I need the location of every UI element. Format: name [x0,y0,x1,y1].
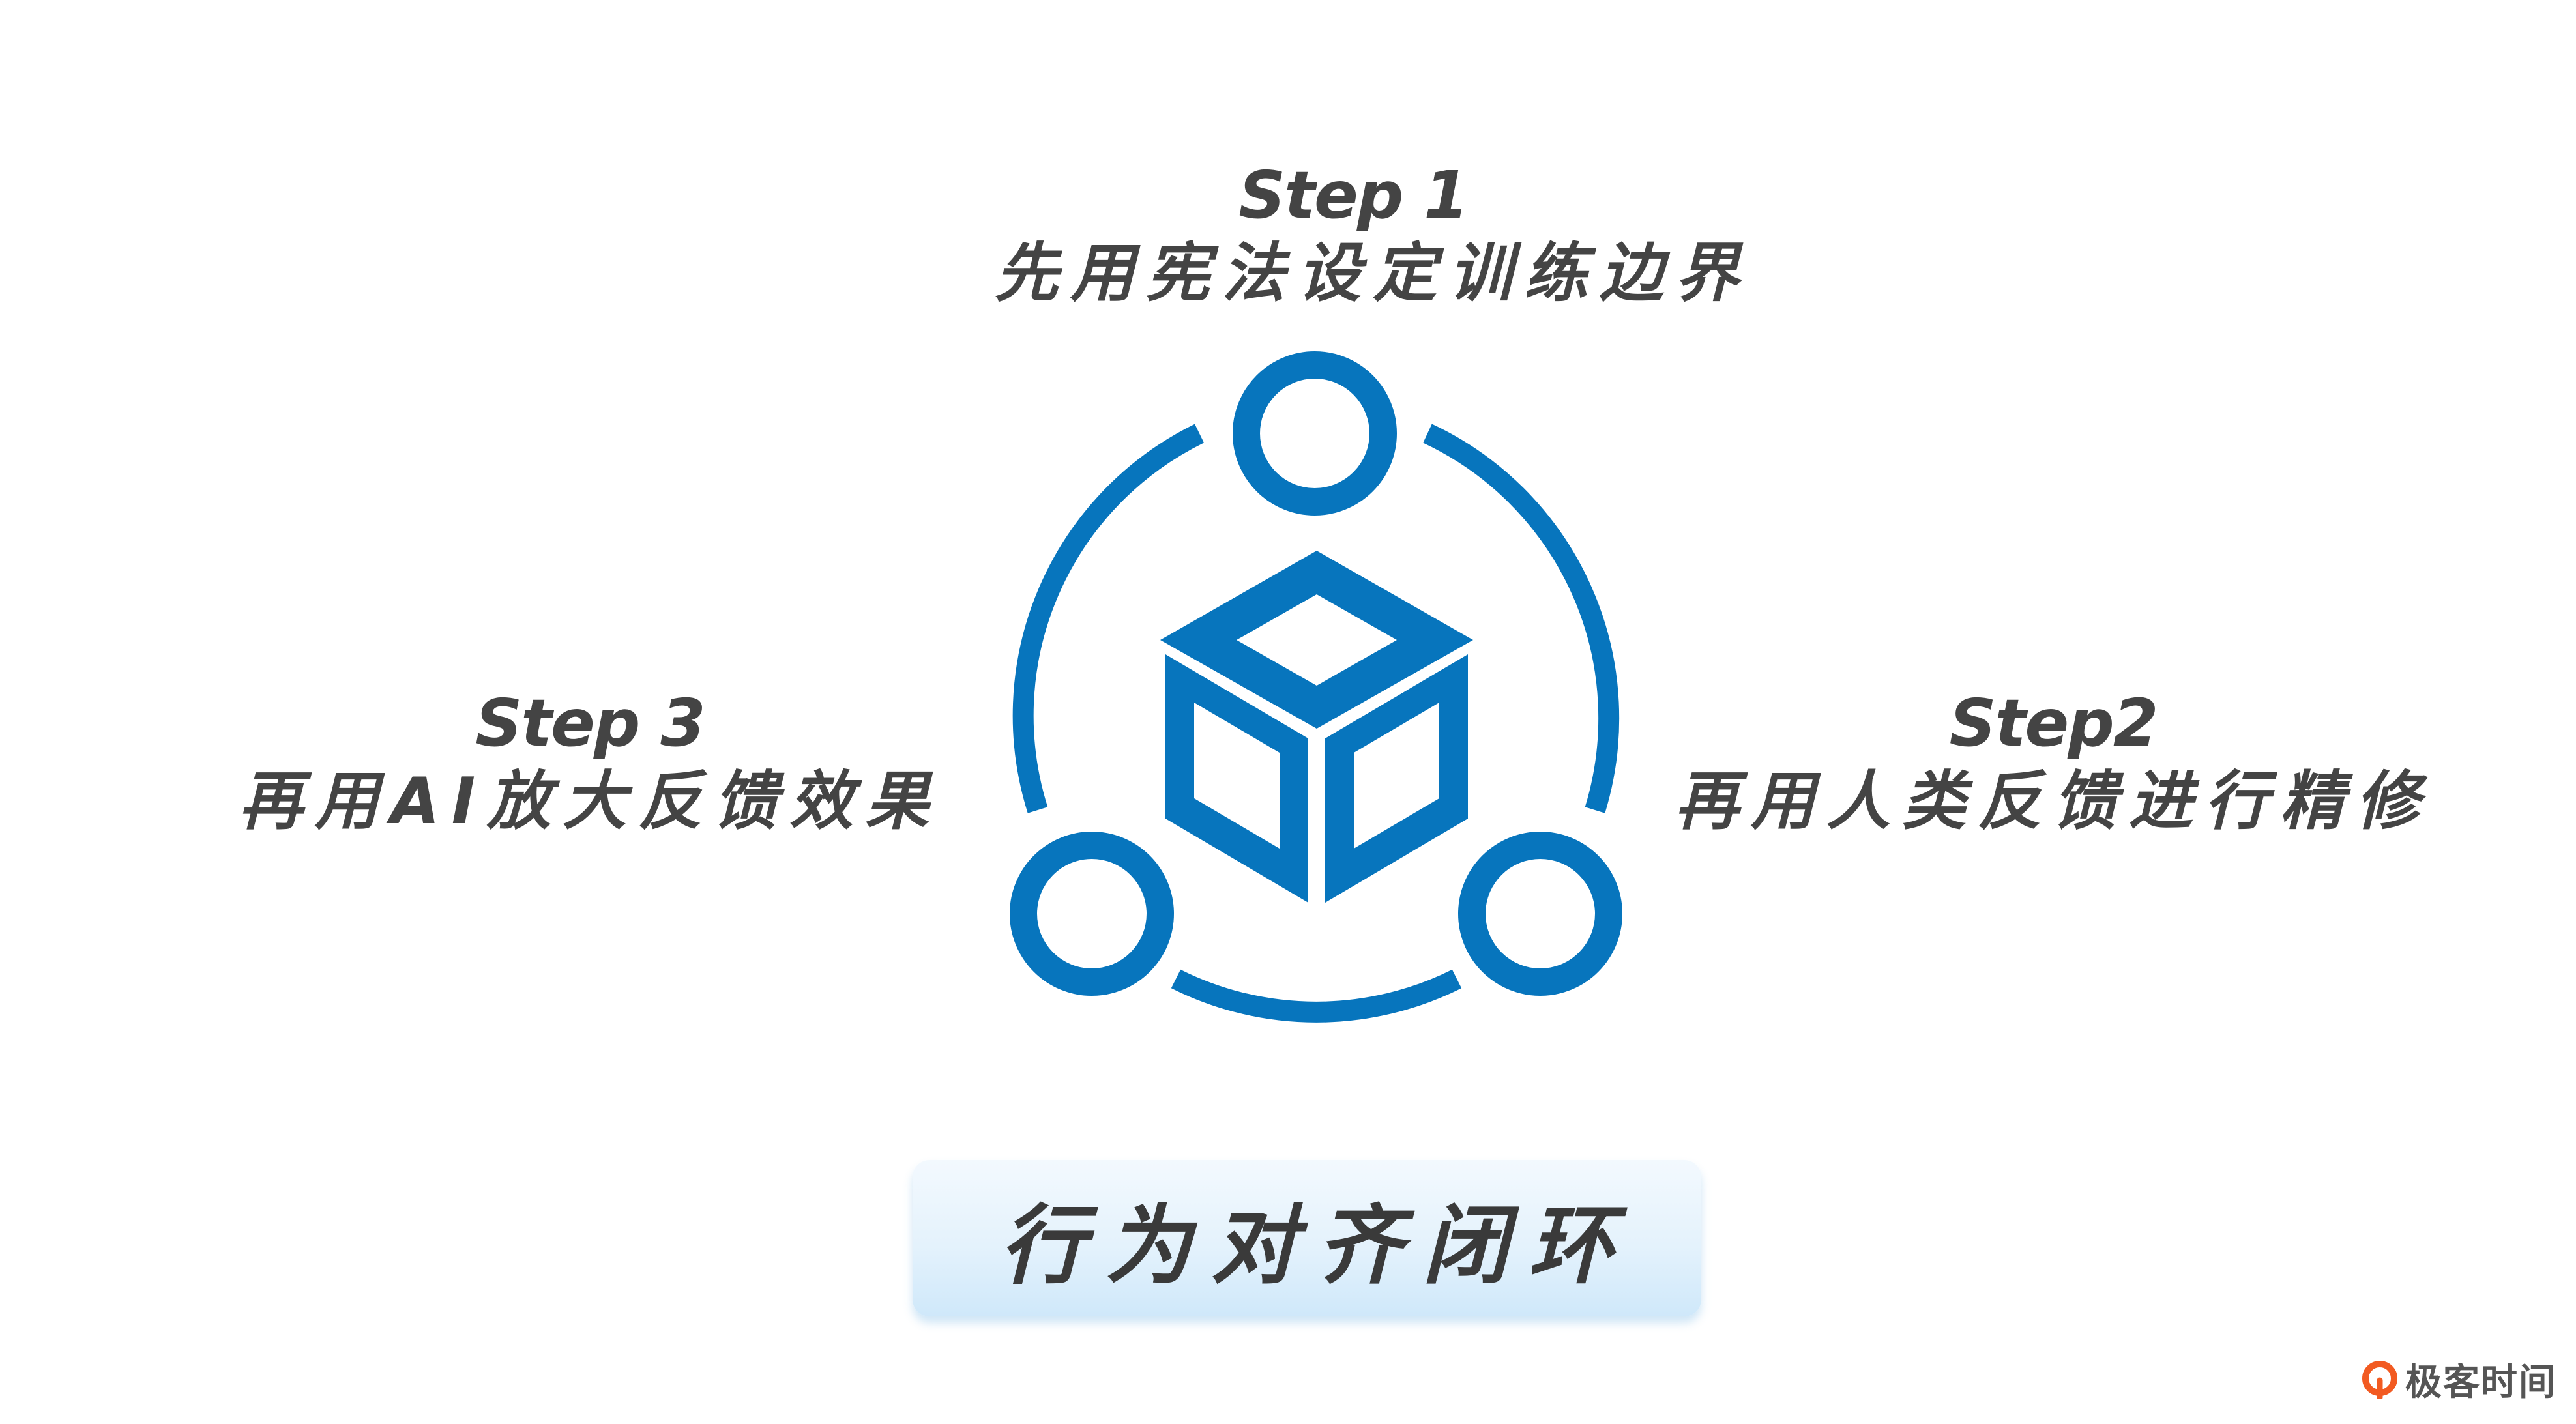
cube-top-face [1160,551,1473,729]
center-label: 行为对齐闭环 [1000,1195,1633,1296]
brand-name: 极客时间 [2405,1361,2556,1404]
step-2-description: 再用人类反馈进行精修 [1675,764,2431,839]
step-2-title: Step2 [1949,685,2159,761]
circle-nodes [1010,351,1622,996]
left-node-icon [1010,832,1174,996]
cube-right-face [1325,654,1468,903]
cube-left-face [1165,654,1308,903]
loop-arc-upper-right [1423,424,1620,813]
right-node-icon [1458,832,1622,996]
loop-arc-bottom [1171,969,1462,1023]
step-2-label: Step2 再用人类反馈进行精修 [1669,684,2438,841]
brand-mark: 极客时间 [2361,1353,2556,1406]
cube-icon [1160,551,1473,903]
behavior-alignment-loop-banner: 行为对齐闭环 [913,1160,1701,1316]
step-1-title: Step 1 [1238,157,1469,233]
step-1-label: Step 1 先用宪法设定训练边界 [995,156,1751,313]
step-3-title: Step 3 [475,685,706,761]
step-1-description: 先用宪法设定训练边界 [995,237,1751,311]
top-node-icon [1233,351,1397,516]
step-3-description: 再用AI放大反馈效果 [239,764,941,839]
loop-arc-upper-left [1012,424,1205,813]
geektime-logo-icon [2362,1360,2397,1399]
step-3-label: Step 3 再用AI放大反馈效果 [215,684,965,841]
loop-arcs [1012,424,1620,1023]
